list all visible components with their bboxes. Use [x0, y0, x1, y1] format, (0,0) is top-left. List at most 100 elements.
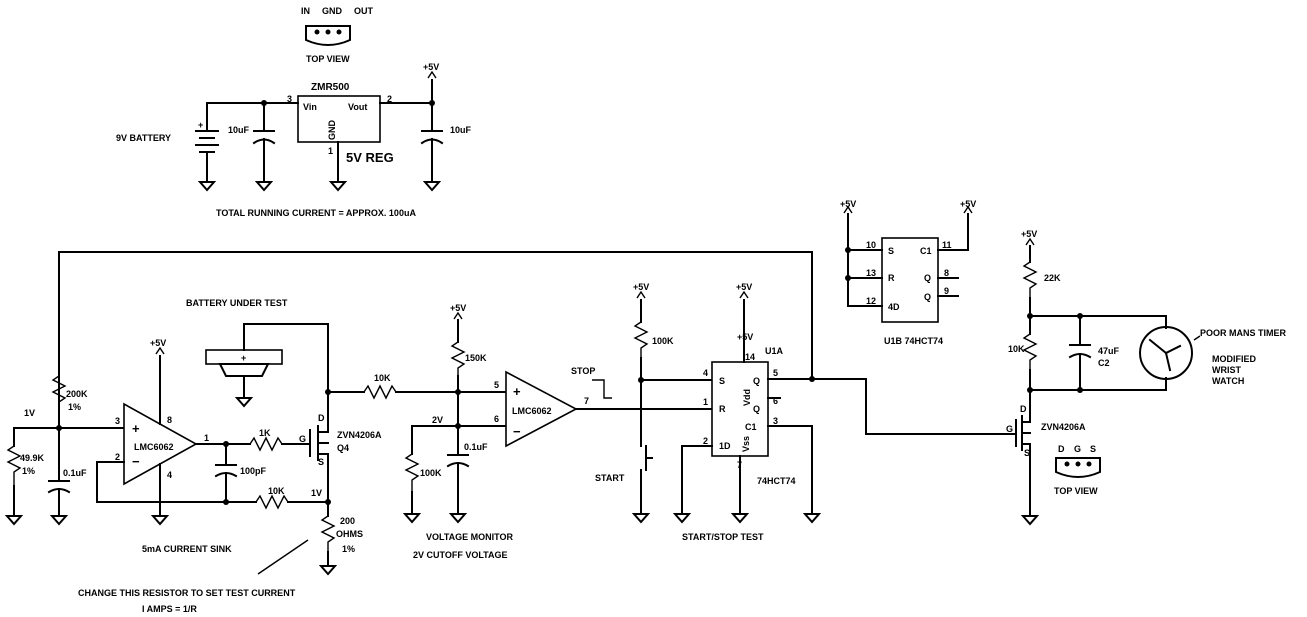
u1b-pin8: 8 [944, 268, 949, 278]
resistor-200k [51, 370, 67, 410]
r49-tol: 1% [22, 466, 35, 476]
ground-icon [448, 513, 468, 524]
u1a-vdd-label: Vdd [742, 389, 752, 406]
opamp-pin1: 1 [204, 433, 209, 443]
u1b-s-label: S [888, 246, 894, 256]
pinout-g: G [1074, 444, 1081, 454]
regulator-vout-label: Vout [348, 102, 367, 112]
reset-feedback-wire [58, 251, 813, 429]
pinout-s: S [1090, 444, 1096, 454]
monitor-pin7: 7 [584, 396, 589, 406]
r10k-feedback-label: 10K [268, 486, 285, 496]
note-pointer-line [257, 539, 309, 575]
battery-under-test-label: BATTERY UNDER TEST [186, 298, 288, 308]
opamp-pin3: 3 [115, 416, 120, 426]
supply-arrow-icon [453, 311, 463, 320]
q4-part-label: ZVN4206A [337, 430, 382, 440]
monitor-pin5: 5 [494, 380, 499, 390]
supply-arrow-icon [963, 205, 973, 214]
q4-ref-label: Q4 [337, 443, 349, 453]
battery-label: 9V BATTERY [116, 133, 171, 143]
timer-top-view: TOP VIEW [1054, 486, 1098, 496]
resistor-note-line1: CHANGE THIS RESISTOR TO SET TEST CURRENT [78, 588, 296, 598]
ground-icon [254, 181, 274, 192]
pinout-out-label: OUT [354, 6, 374, 16]
input-cap-label: 10uF [228, 125, 250, 135]
regulator-ic [297, 95, 381, 143]
stop-pulse-icon [592, 379, 612, 399]
supply-arrow-icon [155, 346, 165, 355]
timer-fet-gate: G [1006, 424, 1013, 434]
u1a-r-label: R [719, 404, 726, 414]
start-button-switch [640, 439, 653, 515]
u1a-c1-label: C1 [745, 422, 757, 432]
sink-title: 5mA CURRENT SINK [142, 544, 232, 554]
start-label: START [595, 473, 625, 483]
u1a-qbar-label: Q [753, 404, 760, 414]
ground-icon [318, 565, 338, 576]
current-sink-section: BATTERY UNDER TEST + 1V 200K 1% 49.9K 1%… [4, 298, 382, 614]
u1a-pin2: 2 [703, 436, 708, 446]
monitor-opamp-plus: + [513, 384, 521, 399]
resistor-10k-monitor [363, 384, 397, 400]
timer-supply-label: +5V [1021, 229, 1037, 239]
pinout-d: D [1058, 444, 1065, 454]
ground-icon [802, 513, 822, 524]
r200-tol: 1% [342, 544, 355, 554]
u1b-section: +5V +5V S R 4D C1 Q Q 10 13 12 11 8 9 U1… [840, 199, 976, 346]
r200k-label: 200K [66, 389, 88, 399]
u1a-q-label: Q [753, 376, 760, 386]
current-note: TOTAL RUNNING CURRENT = APPROX. 100uA [216, 208, 416, 218]
q4-gate-label: G [299, 434, 306, 444]
ground-icon [234, 397, 254, 408]
regulator-name: 5V REG [346, 150, 394, 165]
opamp-monitor-label: LMC6062 [512, 406, 552, 416]
timer-label-1: POOR MANS TIMER [1200, 328, 1287, 338]
u1b-name: U1B 74HCT74 [884, 336, 943, 346]
timer-fet-part: ZVN4206A [1041, 422, 1086, 432]
startstop-title: START/STOP TEST [682, 532, 764, 542]
startstop-r100k-label: 100K [652, 336, 674, 346]
opamp-minus: − [132, 454, 140, 469]
sink-supply-label: +5V [150, 338, 166, 348]
input-capacitor [252, 130, 276, 183]
u1b-c1-label: C1 [920, 246, 932, 256]
opamp-pin2: 2 [115, 452, 120, 462]
u1b-pin9: 9 [944, 286, 949, 296]
monitor-title: VOLTAGE MONITOR [426, 532, 513, 542]
u1a-pin14: 14 [745, 352, 755, 362]
u1b-pin11: 11 [942, 240, 952, 250]
ground-icon [197, 181, 217, 192]
ground-icon [328, 181, 348, 192]
test-battery-plus: + [241, 353, 246, 363]
u1a-vcc-label: +5V [736, 282, 752, 292]
timer-fet-drain: D [1020, 404, 1027, 414]
pinout-gnd-label: GND [322, 6, 343, 16]
monitor-subtitle: 2V CUTOFF VOLTAGE [413, 550, 508, 560]
u1a-pin1: 1 [703, 397, 708, 407]
opamp-pin8: 8 [167, 415, 172, 425]
ground-icon [150, 515, 170, 526]
regulator-supply-label: +5V [423, 62, 439, 72]
c2-value-label: 47uF [1098, 346, 1120, 356]
c01-label: 0.1uF [63, 468, 87, 478]
u1b-d-label: 4D [888, 302, 900, 312]
u1a-pin3: 3 [773, 416, 778, 426]
timer-label-4: WATCH [1212, 376, 1244, 386]
u1b-pin13: 13 [866, 268, 876, 278]
r200k-tol: 1% [68, 402, 81, 412]
timer-label-2: MODIFIED [1212, 354, 1256, 364]
ground-icon [631, 513, 651, 524]
wrist-watch-icon [1139, 326, 1201, 380]
resistor-10k-feedback [255, 494, 289, 510]
opamp-lmc6062-monitor [505, 370, 578, 448]
timer-section: +5V 22K 10K 47uF C2 POOR MANS TIMER MODI… [1006, 229, 1287, 526]
to92-package-icon [1055, 457, 1101, 478]
u1a-pin6: 6 [773, 396, 778, 406]
resistor-150k [450, 341, 466, 376]
supply-arrow-icon [1025, 237, 1035, 246]
q4-drain-label: D [318, 413, 325, 423]
u1b-supply-right: +5V [960, 199, 976, 209]
feedback-1v-label: 1V [311, 488, 322, 498]
q4-source-label: S [318, 457, 324, 467]
